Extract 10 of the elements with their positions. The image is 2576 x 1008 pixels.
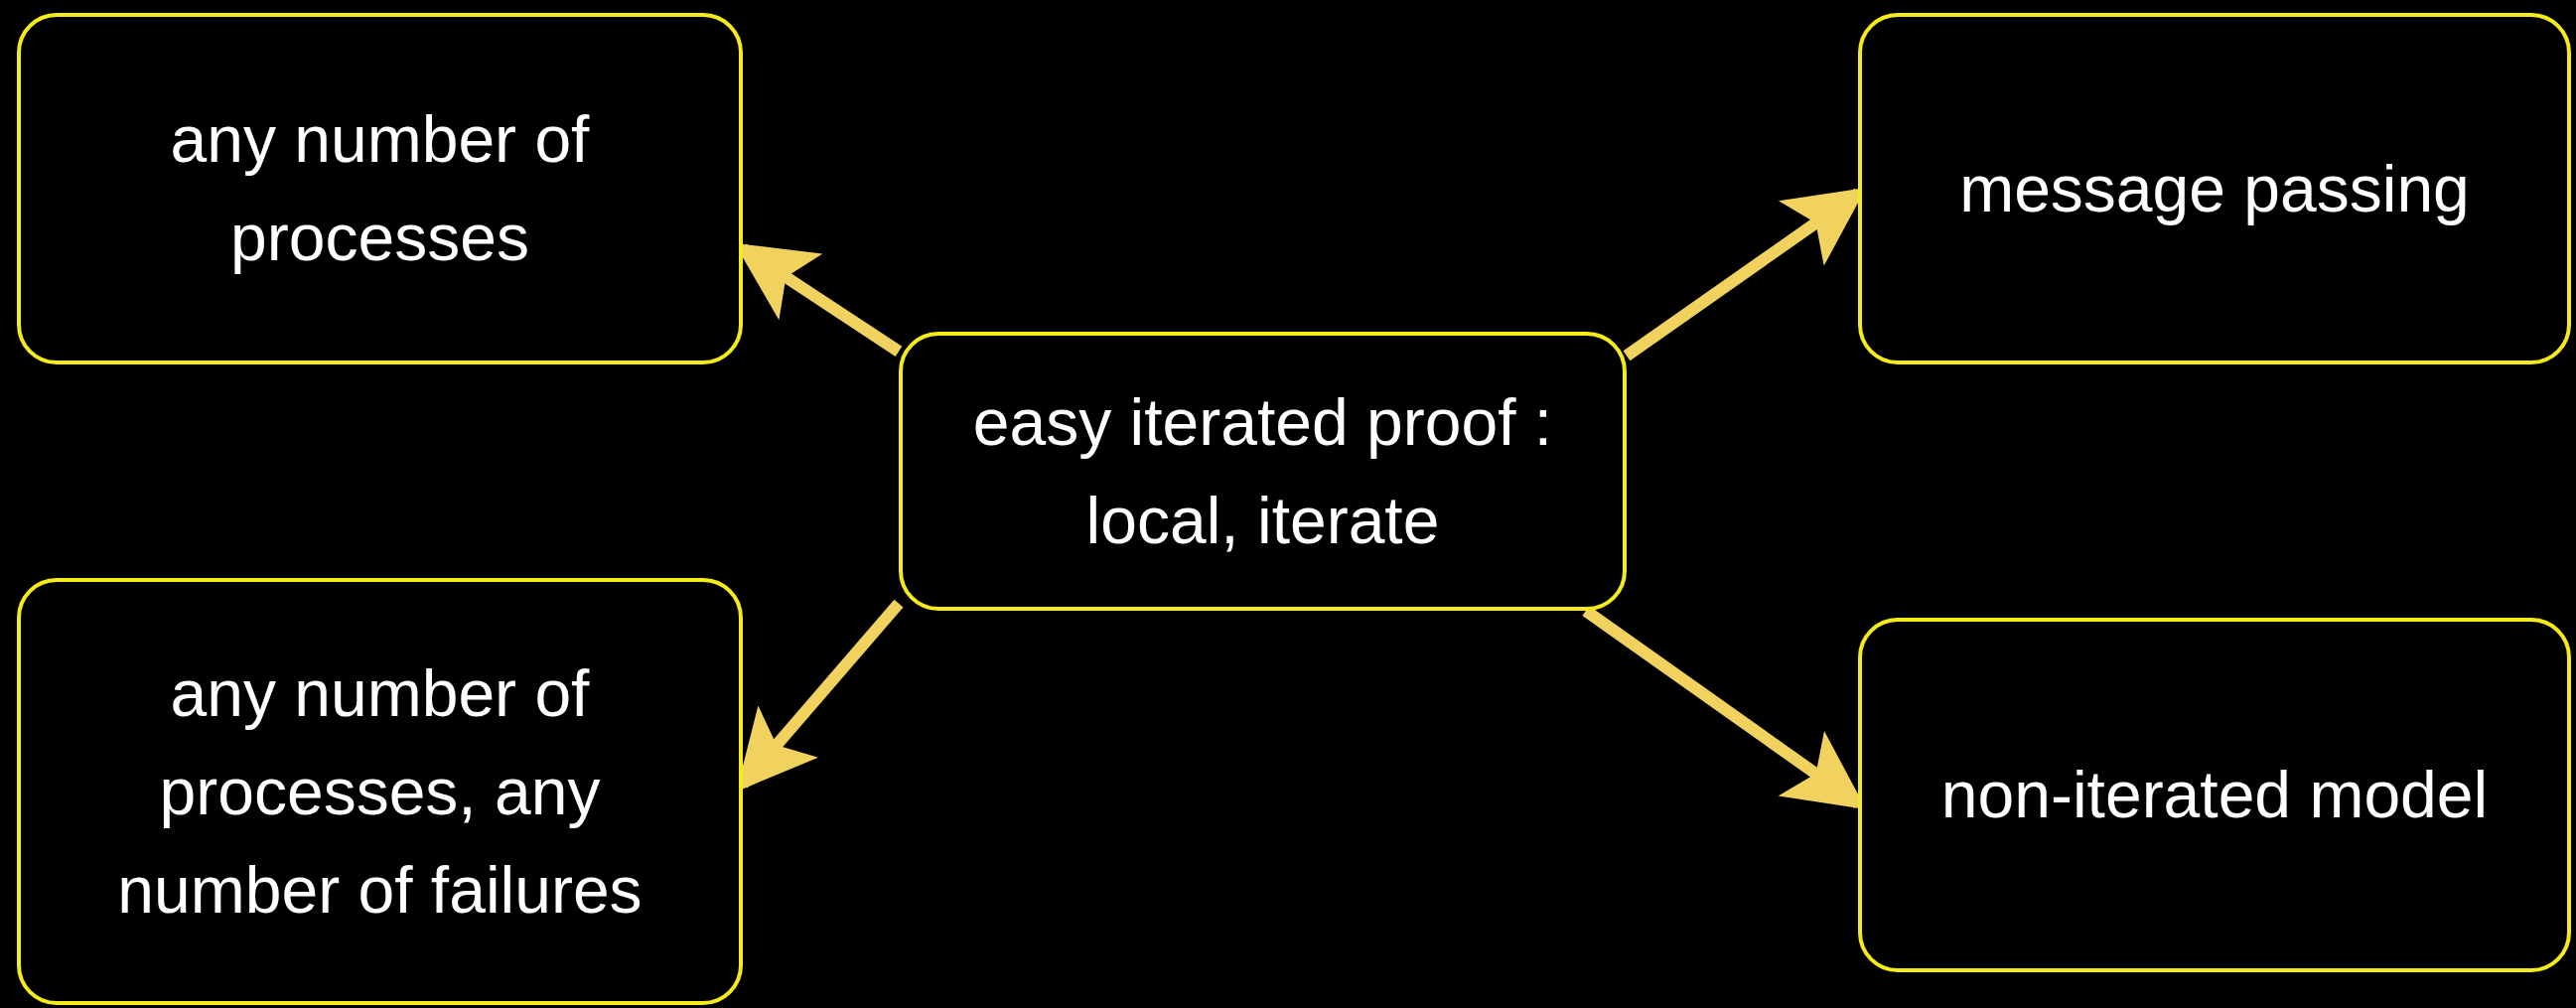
rounded-box bbox=[17, 578, 743, 1005]
rounded-box bbox=[1858, 13, 2571, 364]
box-text: any number of processes bbox=[169, 101, 591, 276]
box-text: non-iterated model bbox=[1940, 757, 2489, 833]
box-text: easy iterated proof : local, iterate bbox=[971, 383, 1554, 559]
box-text: message passing bbox=[1959, 150, 2470, 227]
rounded-box bbox=[17, 13, 743, 364]
box-text: any number of processes, any number of failures bbox=[116, 654, 644, 929]
rounded-box bbox=[899, 332, 1627, 611]
rounded-box bbox=[1858, 618, 2571, 972]
